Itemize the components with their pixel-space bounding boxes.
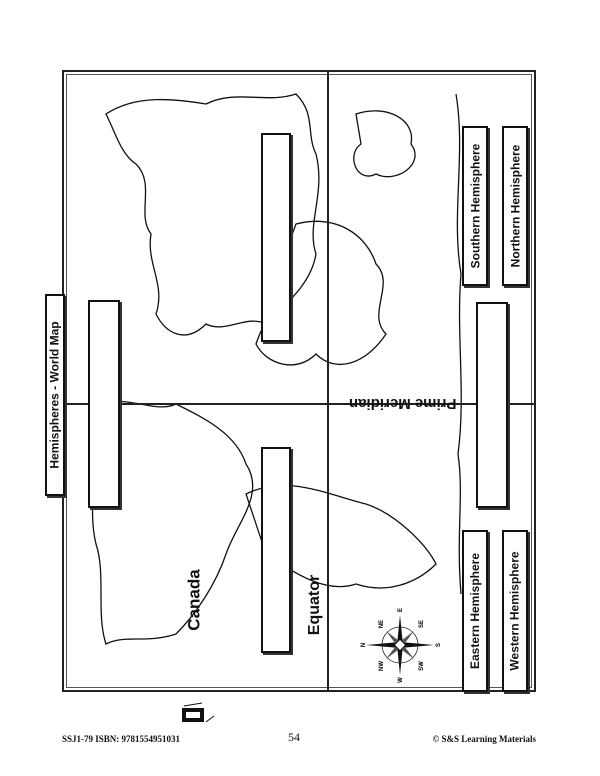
north-america-outline <box>91 400 254 645</box>
antarctica-outline <box>455 93 462 595</box>
eastern-hemisphere-label: Eastern Hemisphere <box>462 530 488 692</box>
compass-rose-icon: N NE E SE S SW W NW <box>361 608 440 683</box>
compass-ne: NE <box>379 620 385 628</box>
northern-hemisphere-label: Northern Hemisphere <box>502 126 528 286</box>
equator-label: Equator <box>306 574 324 636</box>
canada-label: Canada <box>185 569 205 631</box>
publisher-logo-icon <box>182 702 215 723</box>
answer-box-1[interactable] <box>88 300 120 508</box>
prime-meridian-label: Prime Meridian <box>349 394 457 412</box>
answer-box-3[interactable] <box>261 447 291 653</box>
compass-w: W <box>398 677 404 683</box>
copyright: © S&S Learning Materials <box>432 734 536 744</box>
compass-s: S <box>436 643 440 647</box>
equator-line <box>327 70 329 692</box>
compass-se: SE <box>419 620 425 628</box>
prime-meridian-line <box>62 403 536 405</box>
compass-sw: SW <box>419 661 425 671</box>
australia-outline <box>353 110 416 178</box>
compass-e: E <box>398 608 404 612</box>
footer-code: SSJ1-79 ISBN: 9781554951031 <box>62 734 181 744</box>
compass-n: N <box>361 643 367 647</box>
map-inner-frame <box>66 74 532 688</box>
page-number: 54 <box>288 730 300 744</box>
southern-hemisphere-label: Southern Hemisphere <box>462 126 488 286</box>
worksheet-title: Hemispheres - World Map <box>45 294 65 496</box>
answer-box-4[interactable] <box>476 302 508 508</box>
western-hemisphere-label: Western Hemisphere <box>502 530 528 692</box>
south-america-outline <box>245 484 437 589</box>
answer-box-2[interactable] <box>261 133 291 342</box>
compass-nw: NW <box>379 661 385 671</box>
